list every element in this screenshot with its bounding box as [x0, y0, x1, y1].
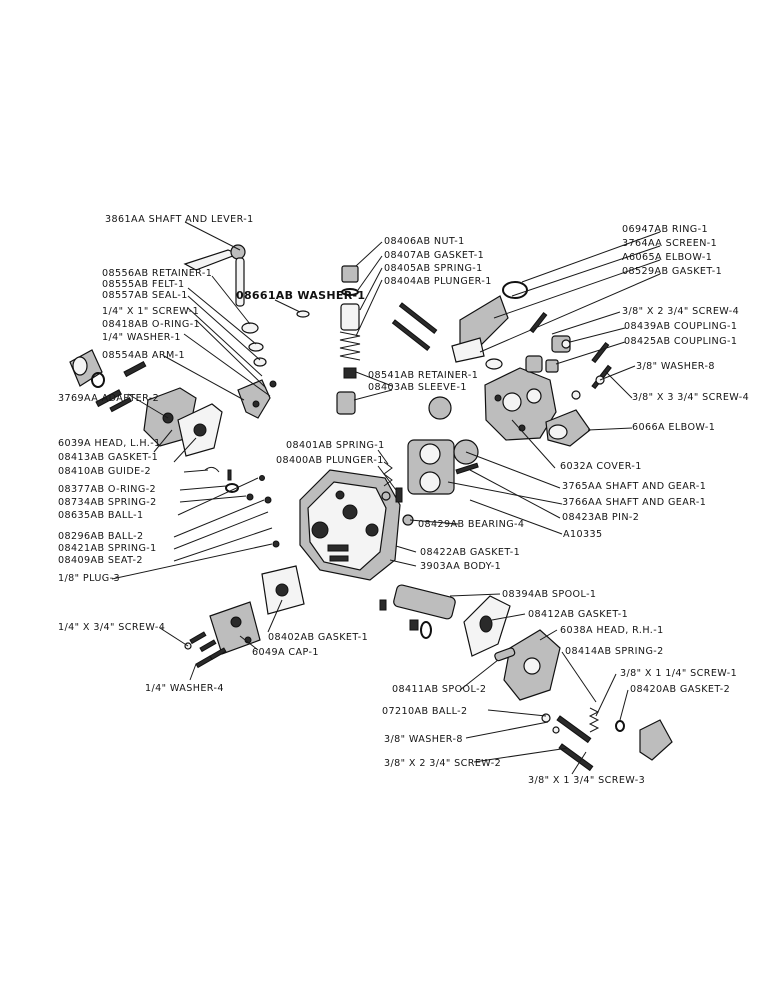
label-shaft-and-lever: 3861AA SHAFT AND LEVER-1: [105, 214, 254, 225]
label-washer-3-8: 3/8" WASHER-8: [636, 361, 715, 372]
label-cover: 6032A COVER-1: [560, 461, 642, 472]
label-washer-08661: 08661AB WASHER-1: [236, 289, 365, 302]
label-gasket-08402: 08402AB GASKET-1: [268, 632, 368, 643]
adapter-part: [69, 349, 105, 388]
label-retainer-08556: 08556AB RETAINER-1: [102, 268, 212, 279]
label-adapter: 3769AA ADAPTER-2: [58, 393, 159, 404]
label-ball-08296: 08296AB BALL-2: [58, 531, 144, 542]
label-cap: 6049A CAP-1: [252, 647, 319, 658]
label-plug: 1/8" PLUG-3: [58, 573, 120, 584]
lower-right-screws-part: [541, 707, 673, 772]
label-elbow-6066a: 6066A ELBOW-1: [632, 422, 715, 433]
label-screw-3-8x2-3-4: 3/8" X 2 3/4" SCREW-4: [622, 306, 739, 317]
rh-head-part: [503, 629, 561, 701]
label-shaft-gear-3765: 3765AA SHAFT AND GEAR-1: [562, 481, 706, 492]
label-coupling-08439: 08439AB COUPLING-1: [624, 321, 737, 332]
label-spring-08734: 08734AB SPRING-2: [58, 497, 157, 508]
label-washer-3-8-b: 3/8" WASHER-8: [384, 734, 463, 745]
label-felt: 08555AB FELT-1: [102, 279, 184, 290]
label-washer-1-4: 1/4" WASHER-1: [102, 332, 181, 343]
label-head-lh: 6039A HEAD, L.H.-1: [58, 438, 161, 449]
label-drawing-number: A10335: [563, 529, 602, 540]
spool-assembly-part: [379, 584, 511, 657]
shaft-and-lever-part: [183, 244, 246, 307]
gears-part: [407, 396, 479, 495]
label-retainer-08541: 08541AB RETAINER-1: [368, 370, 478, 381]
plunger-stack-part: [336, 265, 361, 415]
right-elbow-part: [545, 409, 591, 447]
label-screw-3-8x3-3-4: 3/8" X 3 3/4" SCREW-4: [632, 392, 749, 403]
label-ring-06947: 06947AB RING-1: [622, 224, 708, 235]
label-gasket-08412: 08412AB GASKET-1: [528, 609, 628, 620]
lh-head-part: [143, 387, 223, 457]
label-coupling-08425: 08425AB COUPLING-1: [624, 336, 737, 347]
label-screw-3-8x1-3-4: 3/8" X 1 3/4" SCREW-3: [528, 775, 645, 786]
label-plunger-08400: 08400AB PLUNGER-1: [276, 455, 384, 466]
label-gasket-08529: 08529AB GASKET-1: [622, 266, 722, 277]
label-ball-07210: 07210AB BALL-2: [382, 706, 468, 717]
arm-part: [237, 379, 271, 419]
small-spool-part: [494, 647, 516, 662]
cover-part: [484, 367, 557, 441]
label-body: 3903AA BODY-1: [420, 561, 501, 572]
label-screw-3-8x2-3-4-b: 3/8" X 2 3/4" SCREW-2: [384, 758, 501, 769]
right-washers-part: [561, 339, 605, 400]
label-spool-08394: 08394AB SPOOL-1: [502, 589, 596, 600]
label-o-ring-08377: 08377AB O-RING-2: [58, 484, 156, 495]
label-screw-1-4x3-4: 1/4" X 3/4" SCREW-4: [58, 622, 165, 633]
label-head-rh: 6038A HEAD, R.H.-1: [560, 625, 664, 636]
leader-lines: [111, 221, 661, 775]
bearings-part: [381, 491, 414, 526]
label-arm: 08554AB ARM-1: [102, 350, 185, 361]
cap-and-gasket-part: [209, 565, 305, 655]
screen-elbow-part: [451, 281, 528, 370]
label-nut: 08406AB NUT-1: [384, 236, 465, 247]
label-pin: 08423AB PIN-2: [562, 512, 639, 523]
parts-illustration: [69, 244, 673, 772]
label-screen: 3764AA SCREEN-1: [622, 238, 717, 249]
label-plunger-08404: 08404AB PLUNGER-1: [384, 276, 492, 287]
label-shaft-gear-3766: 3766AA SHAFT AND GEAR-1: [562, 497, 706, 508]
label-bearing: 08429AB BEARING-4: [418, 519, 524, 530]
label-guide: 08410AB GUIDE-2: [58, 466, 151, 477]
label-spool-08411: 08411AB SPOOL-2: [392, 684, 486, 695]
label-ball-08635: 08635AB BALL-1: [58, 510, 144, 521]
label-screw-1-4x1: 1/4" X 1" SCREW-1: [102, 306, 199, 317]
label-sleeve: 08403AB SLEEVE-1: [368, 382, 467, 393]
seal-stack-part: [241, 310, 310, 388]
label-spring-08405: 08405AB SPRING-1: [384, 263, 483, 274]
label-spring-08414: 08414AB SPRING-2: [565, 646, 664, 657]
label-screw-3-8x1-1-4: 3/8" X 1 1/4" SCREW-1: [620, 668, 737, 679]
cover-screws-part: [391, 302, 612, 390]
label-gasket-08422: 08422AB GASKET-1: [420, 547, 520, 558]
label-spring-08401: 08401AB SPRING-1: [286, 440, 385, 451]
pump-body-part: [299, 469, 401, 581]
label-spring-08421: 08421AB SPRING-1: [58, 543, 157, 554]
screws-left-part: [95, 360, 147, 413]
part-labels: 3861AA SHAFT AND LEVER-1 08406AB NUT-1 0…: [58, 214, 749, 786]
label-gasket-08420: 08420AB GASKET-2: [630, 684, 730, 695]
label-seat: 08409AB SEAT-2: [58, 555, 143, 566]
small-valve-parts: [204, 466, 280, 548]
label-o-ring-08418: 08418AB O-RING-1: [102, 319, 200, 330]
label-seal: 08557AB SEAL-1: [102, 290, 188, 301]
label-elbow-a6065a: A6065A ELBOW-1: [622, 252, 712, 263]
cap-screws-part: [184, 631, 227, 669]
label-gasket-08407: 08407AB GASKET-1: [384, 250, 484, 261]
label-washer-1-4-x4: 1/4" WASHER-4: [145, 683, 224, 694]
label-gasket-08413: 08413AB GASKET-1: [58, 452, 158, 463]
